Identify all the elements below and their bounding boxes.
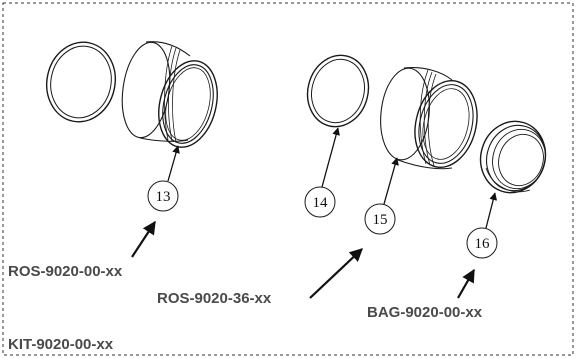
balloon-13: 13 [156, 189, 171, 205]
leader-13 [167, 145, 180, 182]
leader-16 [485, 192, 498, 229]
part-label-ros-9020-36: ROS-9020-36-xx [157, 290, 272, 307]
balloon-15: 15 [373, 212, 388, 228]
leader-14 [321, 127, 340, 188]
balloon-16: 16 [475, 236, 491, 252]
balloon-14: 14 [313, 195, 329, 211]
part-arrow-16 [457, 268, 475, 299]
leader-15 [383, 157, 399, 205]
part-15-ring-cylinder [380, 67, 478, 170]
balloon-14-circle [304, 186, 336, 218]
balloon-16-circle [466, 227, 498, 259]
part-arrow-15 [309, 248, 363, 299]
part-14-seal-ring [306, 54, 370, 128]
balloon-13-circle [147, 180, 179, 212]
kit-label: KIT-9020-00-xx [8, 336, 114, 353]
part-arrow-13 [131, 220, 156, 258]
part-13-ring-cylinder [121, 41, 218, 148]
seal-ring-left [46, 41, 116, 123]
balloon-15-circle [364, 203, 396, 235]
part-16-bag-ring [479, 120, 547, 194]
part-label-ros-9020-00: ROS-9020-00-xx [8, 263, 123, 280]
part-label-bag-9020-00: BAG-9020-00-xx [367, 304, 483, 321]
